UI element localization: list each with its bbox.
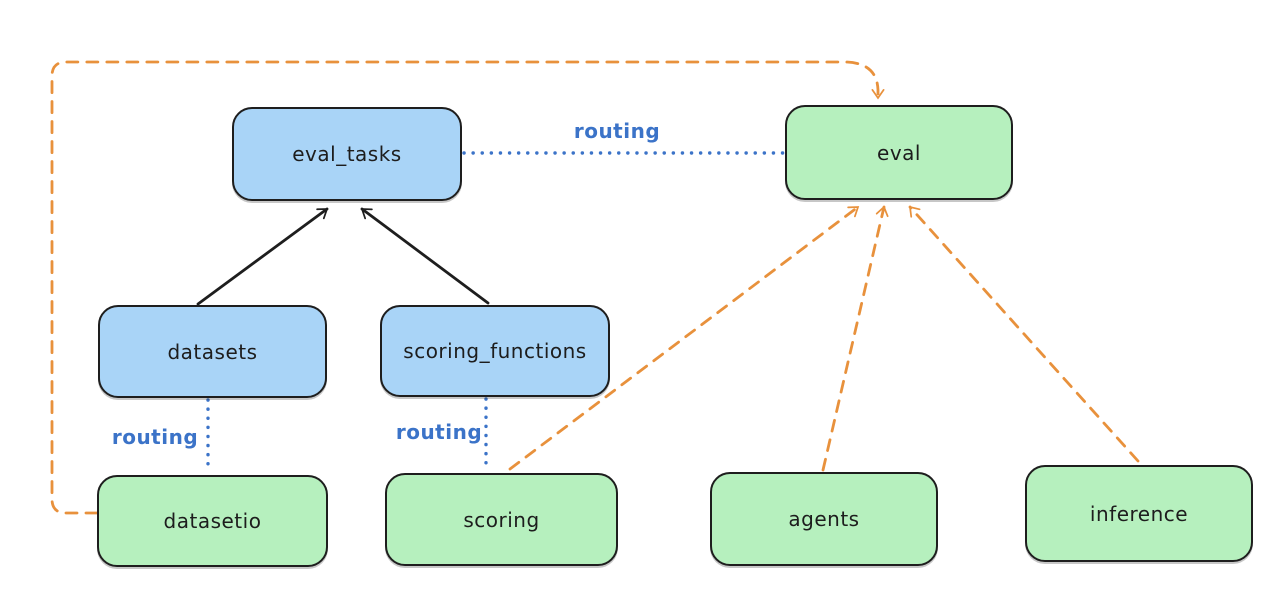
node-eval: eval xyxy=(785,105,1013,200)
node-inference-label: inference xyxy=(1089,501,1189,526)
edge-scoring-to-eval xyxy=(508,205,860,471)
node-agents: agents xyxy=(710,472,938,566)
node-datasets: datasets xyxy=(98,305,327,398)
node-scoring-functions-label: scoring_functions xyxy=(403,339,587,363)
node-datasetio: datasetio xyxy=(97,475,328,567)
edge-scoring-functions-to-eval-tasks xyxy=(360,207,490,305)
node-datasets-label: datasets xyxy=(167,339,258,364)
edge-label-routing-eval-tasks-eval: routing xyxy=(573,119,661,143)
node-eval-label: eval xyxy=(877,140,921,165)
edge-agents-to-eval xyxy=(821,205,889,472)
node-scoring: scoring xyxy=(385,473,618,566)
edge-label-routing-datasets-datasetio: routing xyxy=(111,425,199,449)
edge-datasets-to-eval-tasks xyxy=(196,207,329,306)
node-eval-tasks-label: eval_tasks xyxy=(292,142,402,166)
edge-label-routing-scoring-functions-scoring: routing xyxy=(395,420,483,444)
node-eval-tasks: eval_tasks xyxy=(232,107,462,201)
node-agents-label: agents xyxy=(788,507,860,531)
node-datasetio-label: datasetio xyxy=(163,509,262,533)
edge-inference-to-eval xyxy=(908,205,1140,463)
node-scoring-label: scoring xyxy=(463,507,540,532)
node-scoring-functions: scoring_functions xyxy=(380,305,610,397)
node-inference: inference xyxy=(1025,465,1253,562)
edge-datasetio-to-eval xyxy=(50,60,885,515)
